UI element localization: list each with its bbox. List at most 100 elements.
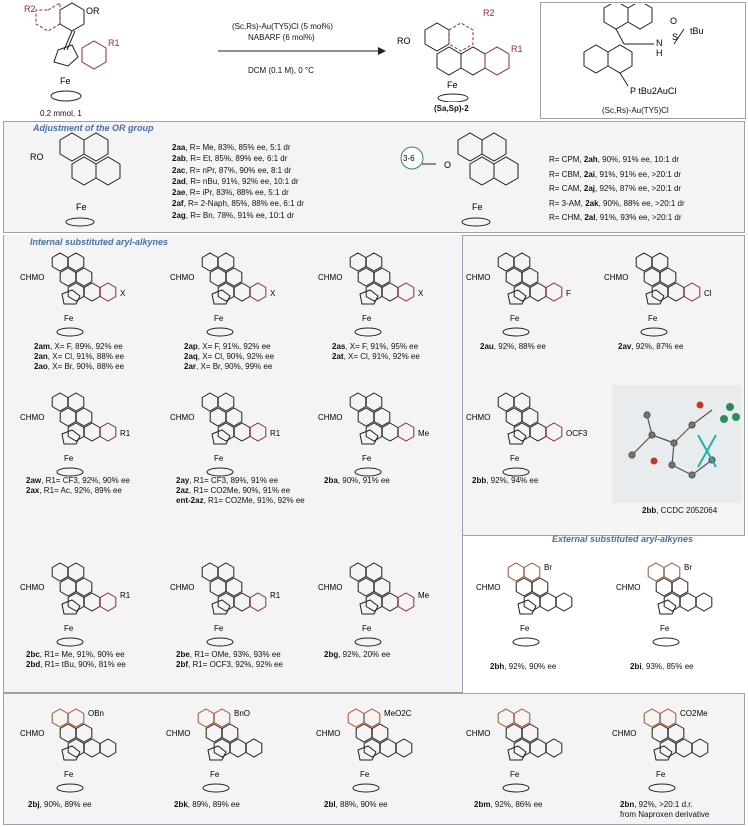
compound-result: , X= Cl, 91%, 92% ee (343, 352, 420, 361)
caption-line: 2bi, 93%, 85% ee (630, 662, 694, 672)
chmo-label: CHMO (612, 729, 636, 738)
ring (75, 267, 93, 287)
substituent-label: OBn (88, 709, 104, 718)
compound-id: 2bd (26, 660, 41, 669)
or-right-list: R= CPM, 2ah, 90%, 91% ee, 10:1 dr R= CBM… (549, 153, 685, 226)
caption-line: 2bd, R1= tBu, 90%, 81% ee (26, 660, 126, 670)
cyclopentadienyl-ring (507, 745, 527, 761)
compound-caption: 2bh, 92%, 90% ee (490, 662, 556, 672)
ring (505, 267, 523, 287)
ring (75, 577, 93, 597)
compound-caption: 2bb, 92%, 94% ee (472, 476, 538, 486)
ring (531, 577, 549, 597)
ring (521, 723, 539, 743)
ring (545, 738, 563, 758)
compound-result: , X= F, 91%, 92% ee (197, 342, 271, 351)
caption-line: 2ao, X= Br, 90%, 88% ee (34, 362, 124, 372)
product-r2-label: R2 (483, 8, 495, 18)
ring (355, 723, 373, 743)
compound-id: 2ap (184, 342, 198, 351)
ring (373, 407, 391, 427)
ring (635, 252, 653, 272)
compound-result: , 92%, >20:1 d.r. (634, 800, 693, 809)
compound-result: , X= F, 89%, 92% ee (50, 342, 123, 351)
cyclopentadienyl-ring (648, 783, 676, 793)
list-item: 2aa, R= Me, 83%, 85% ee, 5:1 dr (172, 143, 291, 152)
ring (381, 422, 399, 442)
fe-label: Fe (210, 770, 220, 779)
ring (349, 562, 367, 582)
compound-id: 2ao (34, 362, 48, 371)
caption-line: 2aq, X= Cl, 90%, 92% ee (184, 352, 274, 362)
ring (225, 267, 243, 287)
ring (529, 738, 547, 758)
product-structure: RO R2 R1 Fe (397, 8, 523, 102)
ring (67, 422, 85, 442)
ring (513, 392, 531, 412)
list-item: R= CHM, 2al, 91%, 93% ee, >20:1 dr (549, 213, 682, 222)
cyclopentadienyl-ring (211, 289, 231, 305)
ring (99, 738, 117, 758)
ring (99, 592, 117, 612)
product-fe-label: Fe (447, 80, 458, 90)
compound-result: , CCDC 2052064 (656, 506, 718, 515)
ring (663, 592, 681, 612)
cyclopentadienyl-ring (207, 745, 227, 761)
ring (347, 708, 365, 728)
ring (209, 577, 227, 597)
chmo-label: CHMO (318, 273, 342, 282)
or-cyclic-fe-label: Fe (472, 202, 483, 212)
compound-result: , 92%, 20% ee (338, 650, 391, 659)
ring (59, 577, 77, 597)
ring (667, 282, 685, 302)
substituent-label: X (270, 289, 276, 298)
caption-line: 2an, X= Cl, 91%, 88% ee (34, 352, 124, 362)
ring (245, 738, 263, 758)
ring (201, 392, 219, 412)
compound-result: , R1= OMe, 93%, 93% ee (189, 650, 281, 659)
fe-label: Fe (214, 314, 224, 323)
chmo-label: CHMO (20, 273, 44, 282)
compound-id: 2bg (324, 650, 339, 659)
ring (513, 422, 531, 442)
list-item: 2ab, R= Et, 85%, 89% ee, 6:1 dr (172, 154, 288, 164)
reactant-r1-label: R1 (108, 38, 120, 48)
compound-id: 2aw (26, 476, 42, 485)
substituent-label: OCF3 (566, 429, 588, 438)
reaction-scheme-panel: OR R2 R1 Fe 0.2 mmol, 1 (Sc,Rs)-Au(TY5)C… (0, 0, 748, 120)
cyclopentadienyl-ring (640, 327, 668, 337)
ring (217, 392, 235, 412)
ring (233, 282, 251, 302)
ring (667, 723, 685, 743)
ring (213, 738, 231, 758)
ring (373, 267, 391, 287)
ring (67, 562, 85, 582)
ring (217, 422, 235, 442)
ring (381, 282, 399, 302)
compound-id: 2be (176, 650, 190, 659)
ring (651, 282, 669, 302)
ring (505, 723, 523, 743)
compound-result: , 92%, 87% ee (631, 342, 684, 351)
caption-line: 2be, R1= OMe, 93%, 93% ee (176, 650, 283, 660)
compound-caption: 2bi, 93%, 85% ee (630, 662, 694, 672)
ring (349, 252, 367, 272)
ring (529, 422, 547, 442)
compound-result: , R1= OCF3, 92%, 92% ee (188, 660, 283, 669)
ring (357, 267, 375, 287)
cyclopentadienyl-ring (357, 745, 377, 761)
ring (59, 267, 77, 287)
compound-id: 2ar (184, 362, 197, 371)
ring (659, 267, 677, 287)
ring (373, 577, 391, 597)
ring (523, 592, 541, 612)
chmo-label: CHMO (318, 413, 342, 422)
